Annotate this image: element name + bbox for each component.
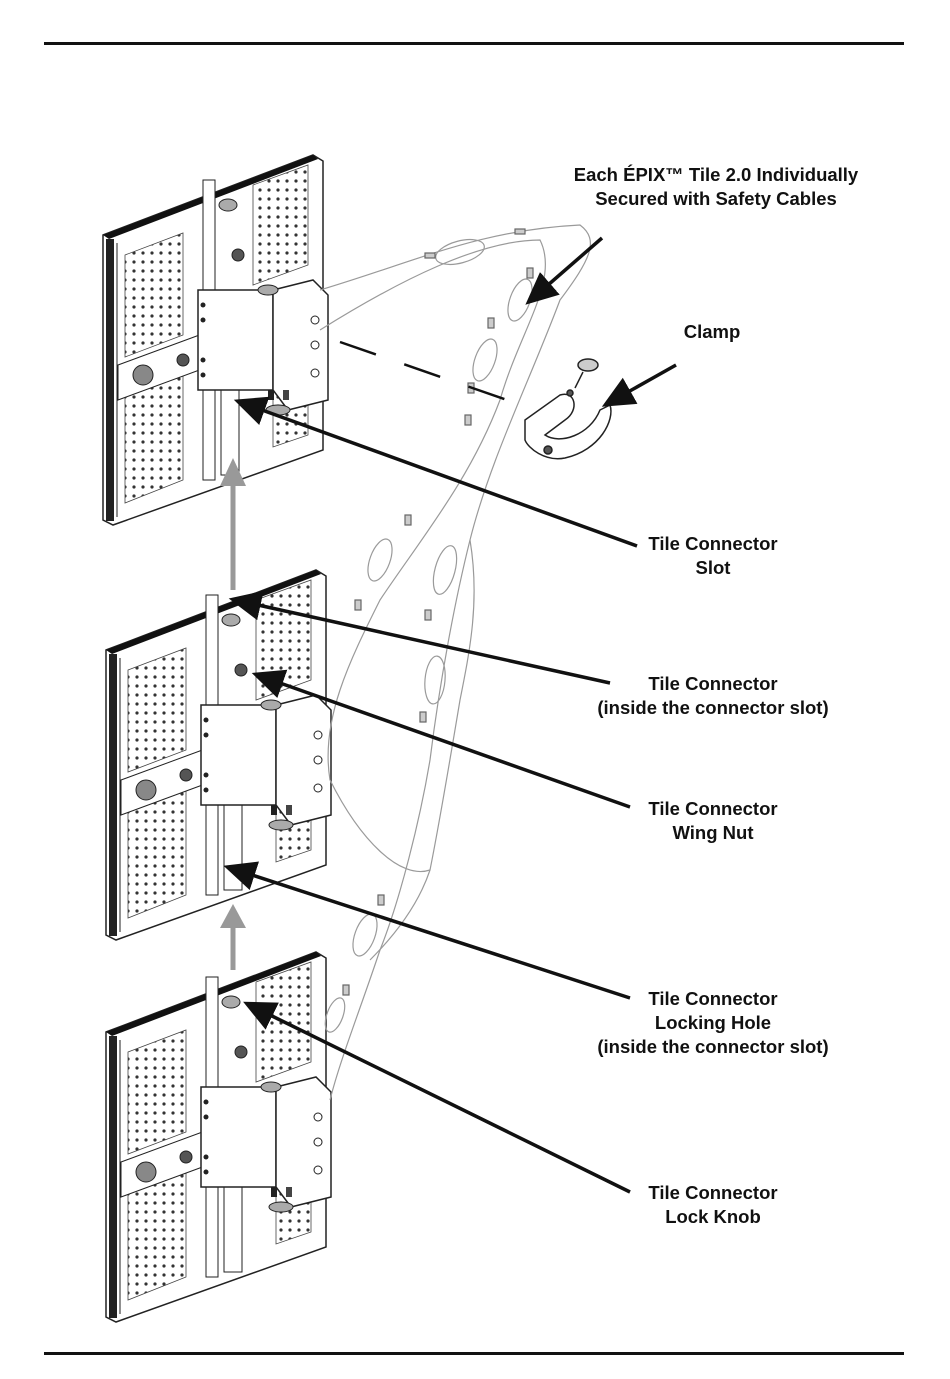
- label-clamp: Clamp: [683, 321, 741, 342]
- label-safety-cables: Each ÉPIX™ Tile 2.0 Individually Secured…: [573, 164, 859, 209]
- assembly-arrow-lower: [220, 904, 246, 970]
- safety-cables: [319, 224, 591, 1101]
- label-locking-hole: Tile Connector Locking Hole (inside the …: [597, 988, 829, 1057]
- label-wing-nut: Tile Connector Wing Nut: [648, 798, 778, 843]
- callout-safety-cables: [525, 236, 604, 305]
- callout-lines: [223, 236, 677, 1194]
- callout-wing-nut: [251, 669, 631, 809]
- tile-bottom: [105, 951, 332, 1323]
- callout-lock-knob: [243, 1001, 631, 1194]
- clamp-illustration: [524, 358, 612, 460]
- footer-rule: [44, 1352, 904, 1355]
- label-connector-slot: Tile Connector Slot: [648, 533, 778, 578]
- tile-top: [102, 154, 329, 526]
- callout-clamp: [601, 363, 677, 407]
- callout-connector-slot: [233, 396, 638, 548]
- label-connector: Tile Connector (inside the connector slo…: [597, 673, 829, 718]
- clamp-guide-line: [339, 340, 531, 410]
- tile-middle: [105, 569, 332, 941]
- callout-locking-hole: [223, 861, 631, 1000]
- callout-connector: [228, 590, 611, 685]
- header-rule: [44, 42, 904, 45]
- label-lock-knob: Tile Connector Lock Knob: [648, 1182, 778, 1227]
- assembly-arrow-upper: [220, 458, 246, 590]
